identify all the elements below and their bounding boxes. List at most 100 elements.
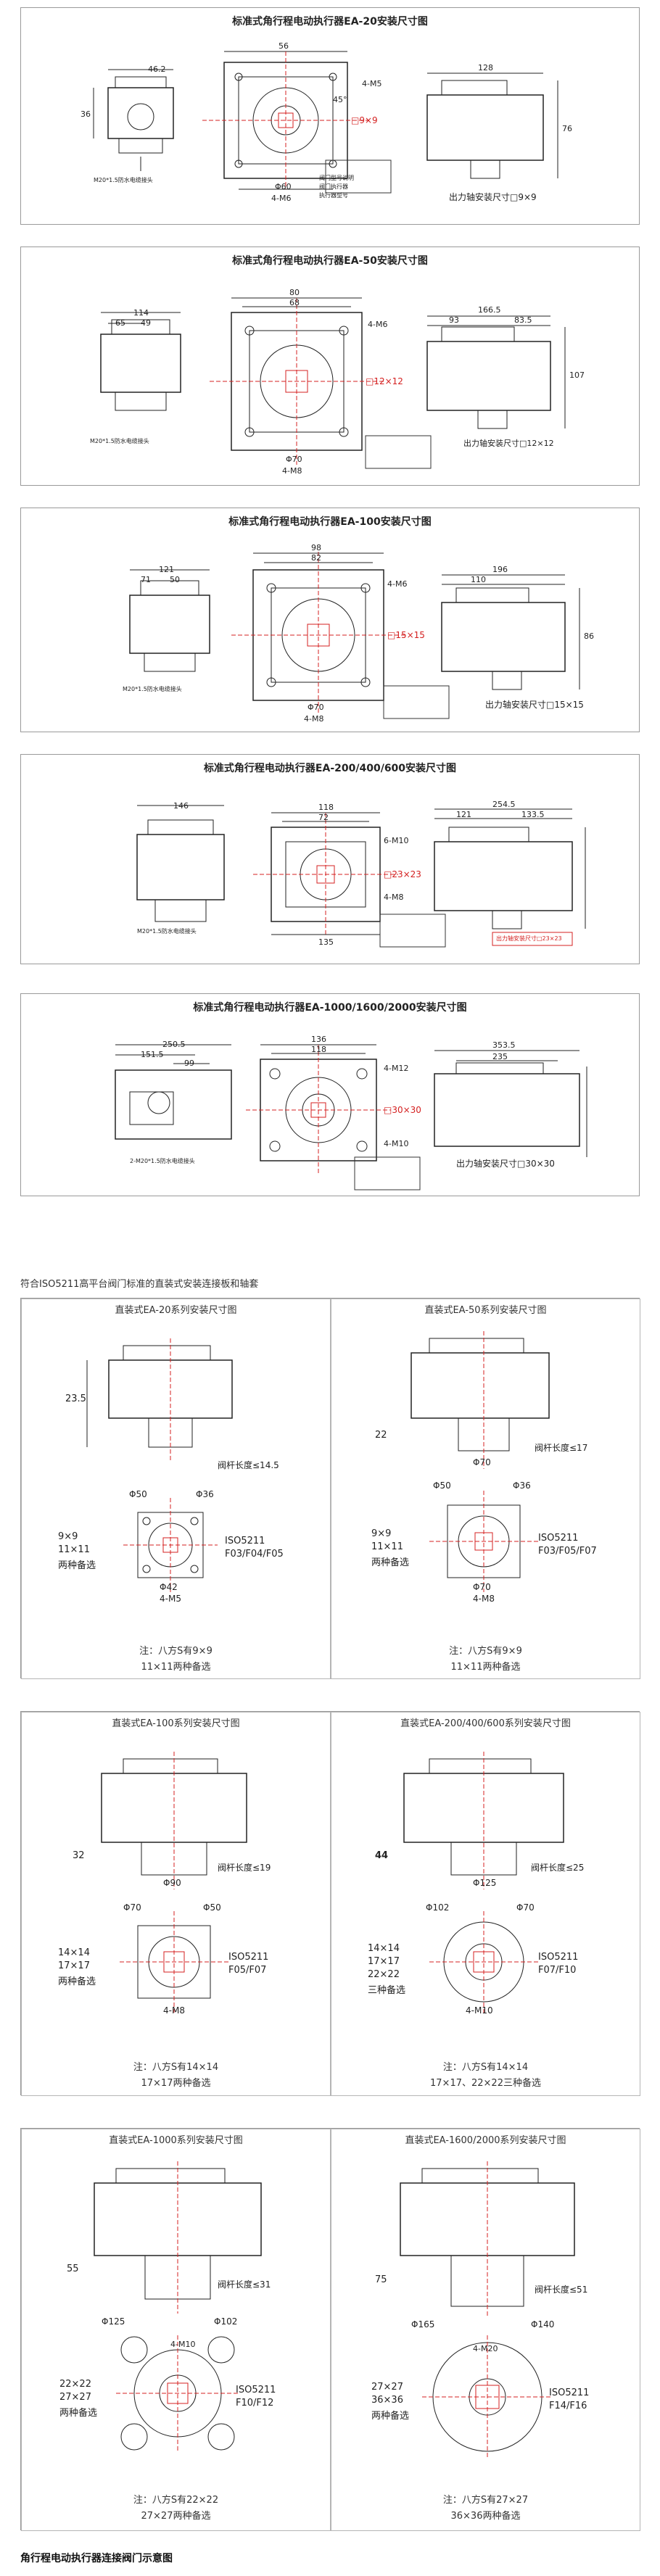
ea50-pcd: Φ70: [286, 455, 302, 464]
ea200-w1: 146: [173, 801, 189, 811]
iso-section-heading: 符合ISO5211高平台阀门标准的直装式安装连接板和轴套: [20, 1279, 259, 1290]
ea50-direct-drawing: [411, 1331, 550, 1592]
cell-ea200-direct: 直装式EA-200/400/600系列安装尺寸图 44 阀杆长度≤25 Φ125…: [331, 1712, 640, 2096]
ea50-h: 22: [375, 1430, 387, 1441]
ea200-side3: 133.5: [521, 810, 545, 819]
ea1000-drawing: [115, 1044, 587, 1190]
ea1000-side2: 235: [492, 1052, 508, 1061]
cell-ea20-direct: 直装式EA-20系列安装尺寸图 23.5 阀杆长度≤14.5 Φ50 Φ36 Φ…: [21, 1299, 331, 1679]
ea1000-note2: 27×27两种备选: [141, 2511, 211, 2522]
ea1000-bolt: 4-M10: [170, 2340, 196, 2349]
ea1000-w2: 151.5: [141, 1050, 164, 1059]
ea50-cable: M20*1.5防水电缆接头: [90, 438, 149, 444]
ea1600-stem: 阀杆长度≤51: [535, 2285, 588, 2295]
ea1000-h: 55: [67, 2264, 79, 2274]
ea20-pcd: Φ60: [275, 182, 292, 191]
ea200-opt-2: 17×17: [368, 1956, 400, 1967]
ea50-side4: 107: [569, 370, 585, 380]
ea1600-iso: ISO5211: [549, 2387, 590, 2398]
ea20-opt-2: 11×11: [58, 1544, 90, 1555]
ea50-top2: 68: [289, 298, 300, 307]
ea50-square: □12×12: [366, 376, 403, 386]
grid-row-1: 直装式EA-20系列安装尺寸图 23.5 阀杆长度≤14.5 Φ50 Φ36 Φ…: [20, 1298, 640, 1679]
ea100-square: □15×15: [387, 630, 425, 640]
ea200-stem: 阀杆长度≤25: [531, 1863, 585, 1873]
ea200-opt-4: 三种备选: [368, 1985, 406, 1996]
ea20-pcd3: Φ42: [160, 1582, 178, 1592]
ea200-opt-1: 14×14: [368, 1943, 400, 1954]
ea50-opt-3: 两种备选: [371, 1557, 410, 1568]
ea50-drawing: [100, 297, 566, 469]
ea20-note2: 11×11两种备选: [141, 1662, 211, 1673]
ea1600-direct-drawing: [400, 2161, 575, 2459]
ea100-panel: 标准式角行程电动执行器EA-100安装尺寸图 121 71 5: [20, 508, 640, 732]
ea50-panel: 标准式角行程电动执行器EA-50安装尺寸图 114 65: [20, 247, 640, 486]
footer-title: 角行程电动执行器连接阀门示意图: [20, 2553, 173, 2564]
ea100-w3: 50: [170, 575, 180, 584]
ea50-bolt2: 4-M8: [282, 466, 302, 476]
ea20-note1: 注：八方S有9×9: [139, 1646, 213, 1657]
ea200-h: 44: [375, 1850, 389, 1861]
ea1000-shaft: 出力轴安装尺寸□30×30: [456, 1159, 555, 1169]
ea20-bolt: 4-M5: [160, 1594, 181, 1604]
ea20-bolt2: 4-M6: [271, 194, 292, 203]
ea1600-note2: 36×36两种备选: [450, 2511, 521, 2522]
ea100-bolt: 4-M8: [163, 2005, 185, 2016]
ea1000-top1: 136: [311, 1035, 326, 1044]
ea1000-bolt: 4-M12: [384, 1064, 409, 1073]
ea20-h1: 36: [81, 109, 91, 119]
ea50-top1: 80: [289, 288, 300, 297]
ea200-note1: 注：八方S有14×14: [442, 2062, 529, 2073]
ea20-shaft: 出力轴安装尺寸□9×9: [449, 192, 537, 202]
legend-row: 阀门型号说明: [319, 175, 354, 181]
ea20-top: 56: [279, 41, 289, 51]
cell-title: 直装式EA-100系列安装尺寸图: [112, 1718, 240, 1729]
ea1000-direct-drawing: [94, 2161, 262, 2451]
ea50-note1: 注：八方S有9×9: [449, 1646, 522, 1657]
ea200-pcd1: Φ102: [426, 1902, 450, 1913]
ea200-bolt2: 4-M8: [384, 893, 404, 902]
ea20-title: 标准式角行程电动执行器EA-20安装尺寸图: [232, 16, 428, 28]
ea1600-note1: 注：八方S有27×27: [442, 2495, 529, 2506]
ea200-shaft: 出力轴安装尺寸□23×23: [496, 935, 562, 942]
ea50-bolt: 4-M6: [368, 320, 388, 329]
ea50-flange: F03/F05/F07: [538, 1546, 597, 1557]
ea20-direct-drawing: [86, 1338, 233, 1592]
ea20-cable: M20*1.5防水电缆接头: [94, 177, 153, 183]
ea1000-iso: ISO5211: [236, 2385, 276, 2395]
ea100-opt-3: 两种备选: [58, 1976, 96, 1987]
ea20-iso: ISO5211: [225, 1536, 265, 1546]
ea100-note2: 17×17两种备选: [141, 2078, 211, 2089]
ea200-title: 标准式角行程电动执行器EA-200/400/600安装尺寸图: [203, 763, 457, 774]
ea100-top1: 98: [311, 543, 321, 552]
ea100-pcd: Φ70: [308, 703, 324, 712]
ea200-square: □23×23: [384, 869, 421, 879]
ea50-pcd0: Φ70: [473, 1457, 491, 1467]
ea20-drawing: [93, 51, 558, 194]
ea1000-w3: 99: [184, 1059, 194, 1068]
ea1600-bolt: 4-M20: [473, 2344, 498, 2353]
ea1000-title: 标准式角行程电动执行器EA-1000/1600/2000安装尺寸图: [193, 1002, 467, 1014]
ea200-note2: 17×17、22×22三种备选: [430, 2078, 541, 2089]
ea100-pcd0: Φ90: [163, 1878, 181, 1888]
ea50-stem: 阀杆长度≤17: [535, 1443, 588, 1453]
ea1000-cable: 2-M20*1.5防水电缆接头: [130, 1158, 195, 1164]
ea100-w1: 121: [159, 565, 174, 574]
ea100-bolt: 4-M6: [387, 579, 408, 589]
cell-ea1000-direct: 直装式EA-1000系列安装尺寸图 55 阀杆长度≤31 Φ125 Φ102 4…: [21, 2129, 331, 2531]
ea1000-bolt2: 4-M10: [384, 1139, 409, 1148]
ea100-iso: ISO5211: [228, 1952, 269, 1963]
grid-row-3: 直装式EA-1000系列安装尺寸图 55 阀杆长度≤31 Φ125 Φ102 4…: [20, 2128, 640, 2531]
ea50-iso: ISO5211: [538, 1533, 579, 1544]
ea200-drawing: [136, 805, 586, 948]
ea1000-w1: 250.5: [162, 1040, 186, 1049]
ea100-stem: 阀杆长度≤19: [218, 1863, 271, 1873]
cell-ea100-direct: 直装式EA-100系列安装尺寸图 32 阀杆长度≤19 Φ90 Φ70 Φ50 …: [21, 1712, 331, 2096]
ea200-top2: 72: [318, 813, 329, 822]
ea200-direct-drawing: [403, 1752, 564, 2013]
ea1000-panel: 标准式角行程电动执行器EA-1000/1600/2000安装尺寸图: [20, 993, 640, 1196]
ea100-flange: F05/F07: [228, 1965, 267, 1976]
ea200-opt-3: 22×22: [368, 1969, 400, 1980]
ea50-w3: 49: [141, 318, 151, 328]
